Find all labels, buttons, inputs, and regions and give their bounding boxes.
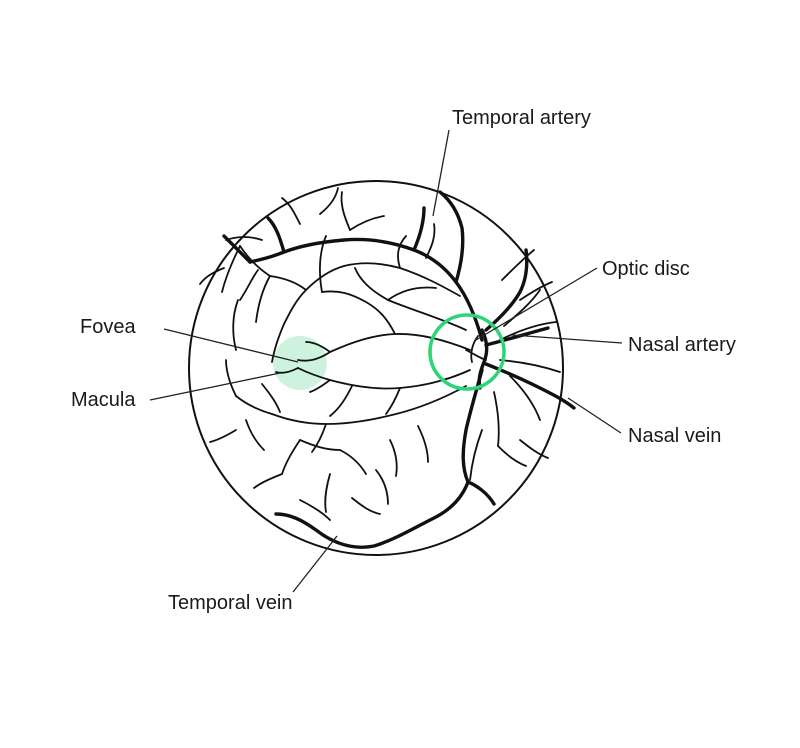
leader-nasal-vein — [567, 397, 622, 434]
label-temporal-vein: Temporal vein — [168, 592, 293, 614]
leader-optic-disc — [475, 267, 598, 341]
label-nasal-artery: Nasal artery — [628, 334, 736, 356]
macula-region — [273, 336, 327, 390]
leader-temporal-artery — [432, 129, 450, 217]
label-nasal-vein: Nasal vein — [628, 425, 721, 447]
leader-nasal-artery — [511, 334, 623, 344]
main-vessels — [222, 190, 576, 549]
fundus-outline — [188, 180, 564, 556]
leader-macula — [149, 372, 281, 401]
optic-disc-ring — [428, 313, 506, 391]
label-fovea: Fovea — [80, 316, 136, 338]
label-macula: Macula — [71, 389, 136, 411]
label-temporal-artery: Temporal artery — [452, 107, 591, 129]
leader-fovea — [163, 328, 299, 363]
label-optic-disc: Optic disc — [602, 258, 690, 280]
leader-lines — [149, 129, 623, 593]
leader-temporal-vein — [292, 535, 338, 593]
